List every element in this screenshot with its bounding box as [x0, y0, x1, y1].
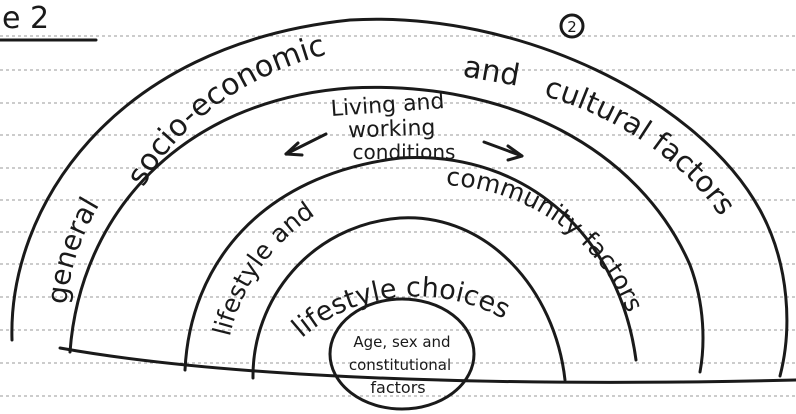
label-socio-economic-path: socio-economic	[120, 28, 329, 192]
label-living-line2: working	[348, 115, 436, 143]
arrow-left-icon	[284, 132, 328, 157]
label-living-line3: conditions	[353, 140, 456, 164]
arch-outer	[10, 17, 789, 378]
label-core-line3: factors	[370, 378, 425, 397]
page-number: 2	[567, 18, 577, 36]
baseline	[58, 346, 796, 384]
label-core-line2: constitutional	[349, 356, 451, 374]
label-core-line1: Age, sex and	[353, 333, 450, 351]
label-and: and	[461, 49, 523, 93]
ruled-lines	[0, 35, 796, 397]
arch-living-conditions	[68, 85, 705, 374]
arch-community	[183, 156, 638, 372]
label-cultural-factors-path: cultural factors	[541, 70, 742, 221]
label-socio-economic: socio-economic	[120, 28, 329, 192]
arrow-right-icon	[482, 140, 524, 162]
core-circle	[328, 297, 476, 411]
page-heading: e 2	[2, 1, 49, 36]
label-cultural-factors: cultural factors	[541, 70, 742, 221]
page-number-circle	[559, 13, 585, 39]
arch-lifestyle-choices	[251, 216, 567, 382]
